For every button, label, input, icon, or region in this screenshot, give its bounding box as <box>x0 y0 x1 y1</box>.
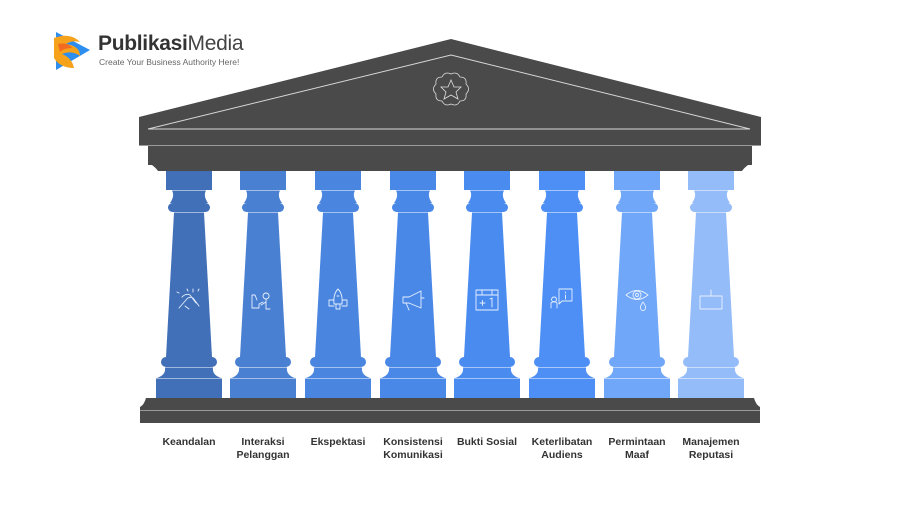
pillar-plinth <box>604 378 670 398</box>
publikasi-media-logo: PublikasiMedia Create Your Business Auth… <box>50 28 265 74</box>
signboard-icon <box>699 289 723 310</box>
pillar-label: Konsistensi Komunikasi <box>383 436 443 461</box>
pillar-shaft <box>390 212 436 357</box>
pillar-capital <box>390 171 436 190</box>
rocket-icon <box>328 288 348 310</box>
pillar-label: Interaksi Pelanggan <box>236 436 290 461</box>
pillar-flare <box>157 367 221 378</box>
pillar-plinth <box>156 378 222 398</box>
pillar-shaft <box>688 212 734 357</box>
pillar-label: Keterlibatan Audiens <box>531 436 593 461</box>
logo-mark-icon <box>54 32 90 70</box>
pillar-flare <box>455 367 519 378</box>
pillar-6 <box>529 171 595 398</box>
base-step <box>140 411 760 423</box>
entablature-lower-band <box>152 165 748 171</box>
pillar-capital <box>464 171 510 190</box>
pillar-flare <box>605 367 669 378</box>
pillar-capital <box>614 171 660 190</box>
pillar-plinth <box>380 378 446 398</box>
pillar-7 <box>604 171 670 398</box>
pillar-flare <box>381 367 445 378</box>
customer-service-icon <box>251 292 271 310</box>
brand-name: PublikasiMedia <box>98 32 244 55</box>
handshake-icon <box>176 288 200 310</box>
pillar-plinth <box>678 378 744 398</box>
pillar-flare <box>679 367 743 378</box>
pillar-bottom-ring <box>310 357 366 367</box>
pillar-neck <box>618 190 656 203</box>
pillar-4 <box>380 171 446 398</box>
pillar-label: Keandalan <box>162 436 216 448</box>
pillar-2 <box>230 171 296 398</box>
pillar-plinth <box>454 378 520 398</box>
pillar-bottom-ring <box>683 357 739 367</box>
pillar-neck <box>170 190 208 203</box>
pillar-flare <box>231 367 295 378</box>
pediment-inner-line <box>147 54 751 130</box>
pillar-label: Manajemen Reputasi <box>682 436 740 461</box>
pillar-1 <box>156 171 222 398</box>
eye-tear-icon <box>625 290 649 311</box>
pillar-flare <box>306 367 370 378</box>
megaphone-icon <box>402 290 425 311</box>
pillar-neck <box>692 190 730 203</box>
pillar-capital <box>539 171 585 190</box>
pillar-plinth <box>529 378 595 398</box>
pillar-neck <box>319 190 357 203</box>
pillar-top-ring <box>541 203 583 212</box>
person-chat-icon <box>550 288 573 309</box>
pillar-neck <box>394 190 432 203</box>
pillar-capital <box>240 171 286 190</box>
entablature <box>148 146 752 165</box>
pillar-top-ring <box>466 203 508 212</box>
roof-star-badge-icon <box>433 72 469 106</box>
pillar-5 <box>454 171 520 398</box>
pillar-capital <box>166 171 212 190</box>
pillar-bottom-ring <box>609 357 665 367</box>
pillar-top-ring <box>690 203 732 212</box>
pillar-top-ring <box>392 203 434 212</box>
pillar-flare <box>530 367 594 378</box>
pillar-label: Permintaan Maaf <box>608 436 666 461</box>
pillar-shaft <box>315 212 361 357</box>
calendar-plus-one-icon <box>475 289 499 311</box>
pillar-top-ring <box>317 203 359 212</box>
pillar-shaft <box>614 212 660 357</box>
pediment <box>139 39 761 145</box>
pillar-label: Bukti Sosial <box>456 436 518 448</box>
stylobate <box>140 398 760 410</box>
pillar-bottom-ring <box>534 357 590 367</box>
pillar-neck <box>543 190 581 203</box>
pillar-neck <box>244 190 282 203</box>
pillar-top-ring <box>242 203 284 212</box>
pillar-shaft <box>464 212 510 357</box>
pillar-shaft <box>539 212 585 357</box>
pillar-bottom-ring <box>235 357 291 367</box>
pillar-label: Ekspektasi <box>310 436 366 448</box>
pillar-bottom-ring <box>161 357 217 367</box>
pillar-top-ring <box>168 203 210 212</box>
pillar-top-ring <box>616 203 658 212</box>
brand-tagline: Create Your Business Authority Here! <box>99 57 240 67</box>
pillar-plinth <box>230 378 296 398</box>
pillar-plinth <box>305 378 371 398</box>
pillar-bottom-ring <box>385 357 441 367</box>
pillar-shaft <box>166 212 212 357</box>
pillar-capital <box>315 171 361 190</box>
pillar-8 <box>678 171 744 398</box>
pillar-bottom-ring <box>459 357 515 367</box>
pillar-3 <box>305 171 371 398</box>
pillar-neck <box>468 190 506 203</box>
pillar-capital <box>688 171 734 190</box>
pillar-shaft <box>240 212 286 357</box>
